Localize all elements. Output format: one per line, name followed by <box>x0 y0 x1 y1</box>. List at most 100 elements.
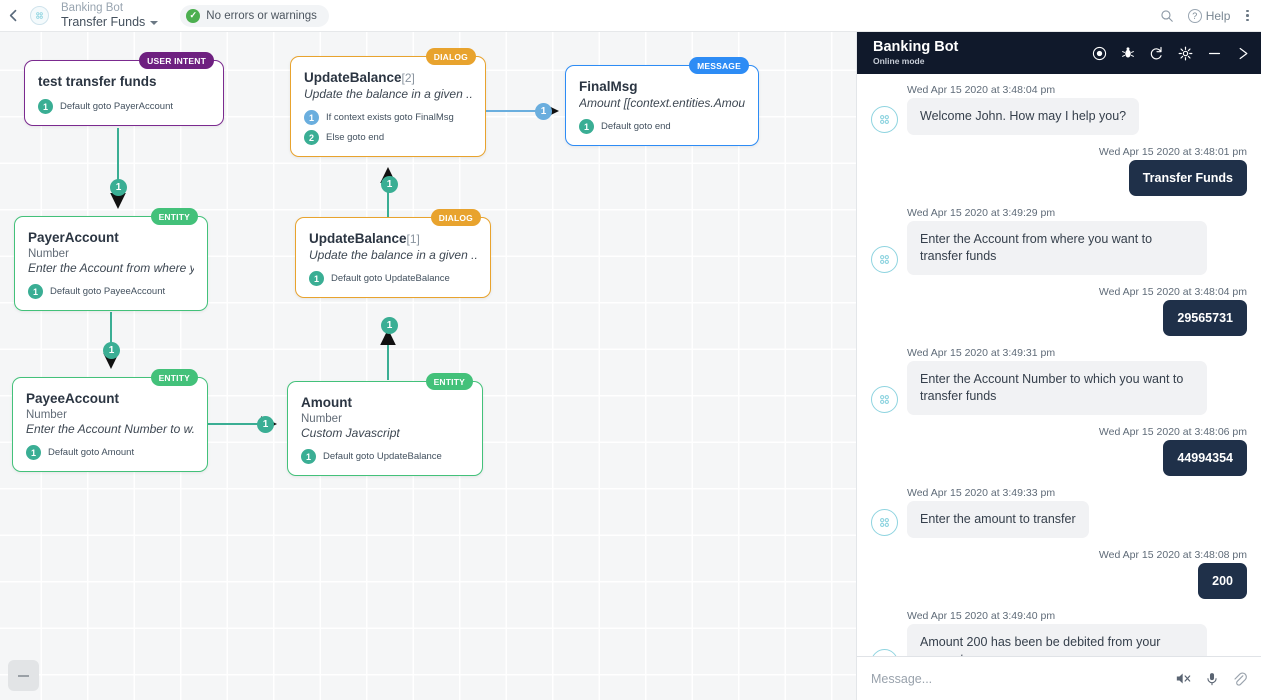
chat-input-bar <box>857 656 1261 700</box>
node-connections: 1 Default goto end <box>566 110 758 145</box>
flow-name-label: Transfer Funds <box>61 14 146 29</box>
node-connections: 1 Default goto UpdateBalance <box>288 440 482 475</box>
connection-row[interactable]: 1 Default goto UpdateBalance <box>301 449 469 465</box>
refresh-icon <box>1150 46 1162 59</box>
back-button[interactable] <box>0 0 26 32</box>
edge-badge-intent-to-payer: 1 <box>110 179 127 196</box>
node-title-text: Amount <box>301 395 352 410</box>
help-label: Help <box>1205 8 1231 23</box>
check-circle-icon: ✓ <box>186 8 201 23</box>
help-button[interactable]: ? Help <box>1187 8 1231 23</box>
zoom-out-button[interactable] <box>8 660 39 691</box>
search-icon <box>1161 9 1173 22</box>
node-header: test transfer funds <box>25 61 223 90</box>
connection-row[interactable]: 2 Else goto end <box>304 130 472 146</box>
node-title: PayerAccount <box>28 230 194 246</box>
node-title: Amount <box>301 395 469 411</box>
node-connections: 1 Default goto PayeeAccount <box>15 275 207 310</box>
bot-name-label: Banking Bot <box>61 1 124 14</box>
node-header: UpdateBalance[2] Update the balance in a… <box>291 57 485 101</box>
chat-message-list[interactable]: Wed Apr 15 2020 at 3:48:04 pm Welcome Joh… <box>857 74 1261 656</box>
chat-header: Banking Bot Online mode <box>857 32 1261 74</box>
connection-row[interactable]: 1 If context exists goto FinalMsg <box>304 110 472 126</box>
close-button[interactable] <box>1236 46 1251 61</box>
connection-badge: 1 <box>309 271 324 287</box>
node-amount[interactable]: ENTITY Amount Number Custom Javascript 1… <box>287 373 483 477</box>
connection-row[interactable]: 1 Default goto PayeeAccount <box>28 284 194 300</box>
kebab-dot <box>1246 18 1249 22</box>
node-tag: DIALOG <box>425 48 476 65</box>
message-input[interactable] <box>871 671 1162 686</box>
chat-header-actions <box>1092 46 1251 61</box>
message-bubble: Welcome John. How may I help you? <box>907 98 1140 135</box>
bot-avatar-icon <box>30 6 49 25</box>
microphone-button[interactable] <box>1205 671 1219 687</box>
bot-glyph-icon <box>879 114 890 124</box>
debug-button[interactable] <box>1121 46 1135 60</box>
refresh-button[interactable] <box>1149 46 1164 61</box>
message-bubble: Enter the amount to transfer <box>907 501 1089 538</box>
node-description: Enter the Account Number to w... <box>26 422 194 437</box>
node-header: PayeeAccount Number Enter the Account Nu… <box>13 378 207 436</box>
chat-title: Banking Bot <box>873 38 959 55</box>
bot-glyph-icon <box>36 12 43 19</box>
record-button[interactable] <box>1092 46 1107 61</box>
chevron-down-icon <box>150 21 159 26</box>
node-subtype: Number <box>301 413 342 426</box>
node-update-balance-1[interactable]: DIALOG UpdateBalance[1] Update the balan… <box>295 209 491 299</box>
record-icon <box>1092 46 1107 60</box>
node-title: UpdateBalance[1] <box>309 231 477 247</box>
message-bubble: Enter the Account from where you want to… <box>907 221 1207 275</box>
kebab-dot <box>1246 14 1249 17</box>
message-timestamp: Wed Apr 15 2020 at 3:48:06 pm <box>1098 425 1247 438</box>
node-title-text: UpdateBalance <box>304 70 402 85</box>
node-connections: 1 Default goto PayerAccount <box>25 90 223 125</box>
connection-row[interactable]: 1 Default goto UpdateBalance <box>309 271 477 287</box>
settings-button[interactable] <box>1178 46 1193 61</box>
node-tag: ENTITY <box>150 208 198 225</box>
minimize-button[interactable] <box>1207 46 1222 61</box>
bot-avatar-icon <box>871 105 898 133</box>
speaker-mute-button[interactable] <box>1175 671 1192 686</box>
message-timestamp: Wed Apr 15 2020 at 3:48:04 pm <box>1098 285 1247 298</box>
node-index: [1] <box>406 232 420 246</box>
connection-row[interactable]: 1 Default goto Amount <box>26 445 194 461</box>
chat-panel: Banking Bot Online mode <box>856 32 1261 700</box>
minus-icon <box>18 674 29 677</box>
message-timestamp: Wed Apr 15 2020 at 3:48:01 pm <box>1098 145 1247 158</box>
edge-badge-payee-to-amount: 1 <box>257 416 274 433</box>
connection-row[interactable]: 1 Default goto end <box>579 119 745 135</box>
question-mark-icon: ? <box>1187 8 1202 23</box>
connection-badge: 1 <box>579 119 594 135</box>
node-header: FinalMsg Amount [[context.entities.Amou.… <box>566 66 758 110</box>
node-title: FinalMsg <box>579 79 745 95</box>
connection-row[interactable]: 1 Default goto PayerAccount <box>38 99 210 115</box>
edge-badge-amount-to-ub1: 1 <box>381 317 398 334</box>
attachment-button[interactable] <box>1232 671 1247 687</box>
node-payee-account[interactable]: ENTITY PayeeAccount Number Enter the Acc… <box>12 369 208 473</box>
node-subtype: Number <box>28 248 69 261</box>
bot-glyph-icon <box>879 254 890 264</box>
node-header: PayerAccount Number Enter the Account fr… <box>15 217 207 275</box>
more-options-button[interactable] <box>1244 8 1251 24</box>
bot-avatar-icon <box>871 509 898 536</box>
node-payer-account[interactable]: ENTITY PayerAccount Number Enter the Acc… <box>14 208 208 312</box>
search-button[interactable] <box>1160 9 1174 23</box>
connection-label: Default goto PayeeAccount <box>50 286 166 298</box>
edge-badge-ub2-to-finalmsg: 1 <box>535 103 552 120</box>
status-badge: ✓ No errors or warnings <box>180 4 329 27</box>
node-test-transfer-funds[interactable]: USER INTENT test transfer funds 1 Defaul… <box>24 52 224 127</box>
gear-icon <box>1178 46 1193 60</box>
speaker-mute-icon <box>1176 673 1191 684</box>
flow-canvas[interactable]: 1 1 1 1 1 1 USER INTENT test transfer fu… <box>0 32 856 700</box>
flow-selector[interactable]: Transfer Funds <box>61 14 159 29</box>
node-title: test transfer funds <box>38 74 210 90</box>
node-final-msg[interactable]: MESSAGE FinalMsg Amount [[context.entiti… <box>565 57 759 147</box>
node-connections: 1 If context exists goto FinalMsg 2 Else… <box>291 101 485 156</box>
message-bubble: 29565731 <box>1163 299 1247 337</box>
node-update-balance-2[interactable]: DIALOG UpdateBalance[2] Update the balan… <box>290 48 486 158</box>
kebab-dot <box>1246 9 1249 13</box>
